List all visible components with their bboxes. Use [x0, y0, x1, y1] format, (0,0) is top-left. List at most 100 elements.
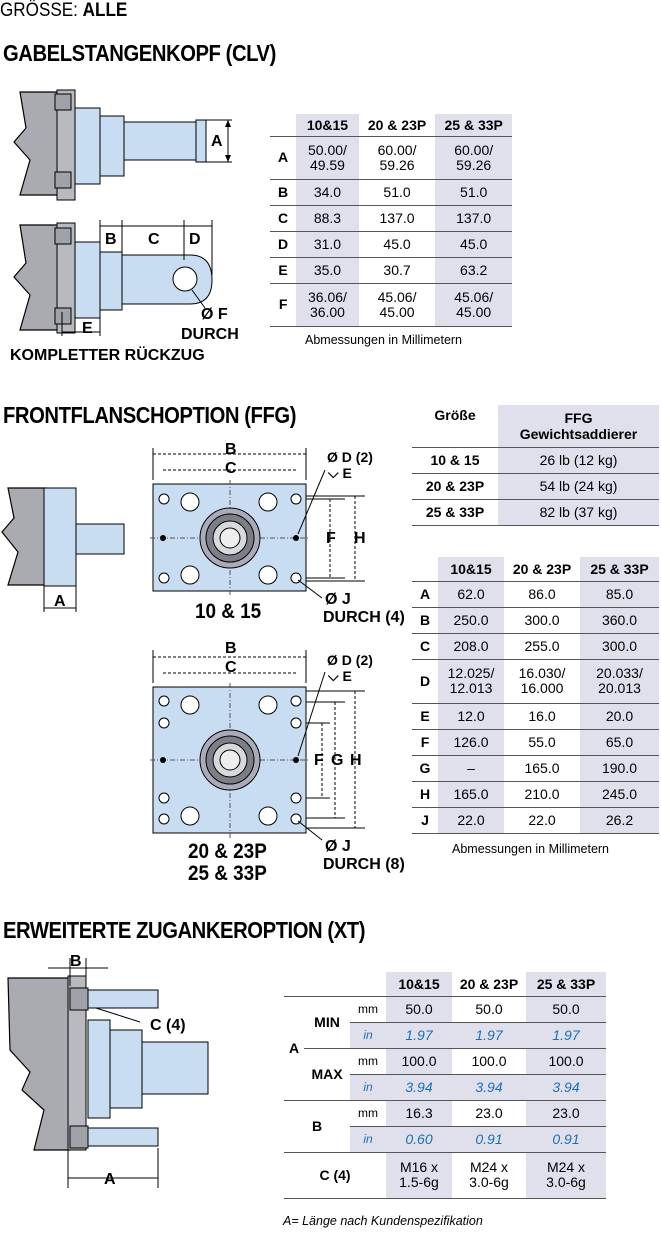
- clv-row-label: B: [270, 178, 297, 205]
- ffg-cell: 16.0: [504, 702, 580, 729]
- ffg-label-j2: Ø J: [325, 838, 351, 855]
- ffg-weight-value: 54 lb (24 kg): [498, 472, 659, 499]
- xt-cell: 3.94: [386, 1073, 452, 1100]
- ffg-label-d2: Ø D (2): [327, 652, 373, 668]
- ffg-label-durch8: DURCH (8): [323, 856, 405, 873]
- xt-group-min: MIN: [304, 995, 350, 1048]
- ffg-weight-size: 25 & 33P: [412, 498, 498, 526]
- xt-note: A= Länge nach Kundenspezifikation: [283, 1214, 483, 1228]
- xt-cell: 16.3: [386, 1099, 452, 1126]
- ffg-label-d1: Ø D (2): [327, 449, 373, 465]
- clv-label-durch: DURCH: [181, 326, 239, 343]
- ffg-cell: 16.030/16.000: [504, 658, 580, 703]
- xt-cell: 0.91: [526, 1125, 606, 1152]
- depth-icon: ⌵: [328, 668, 339, 684]
- clv-col-3: 25 & 33P: [435, 114, 512, 137]
- ffg-label-b2: B: [225, 640, 237, 657]
- xt-cell: 100.0: [526, 1047, 606, 1074]
- ffg-row-label: G: [412, 754, 438, 781]
- ffg-flange-large: [150, 650, 365, 841]
- xt-unit: in: [350, 1125, 386, 1152]
- ffg-side-view: [1, 487, 125, 612]
- ffg-cell: 22.0: [504, 806, 580, 834]
- clv-cell: 45.06/45.00: [435, 282, 512, 327]
- ffg-cell: 86.0: [504, 580, 580, 607]
- ffg-label-a: A: [54, 593, 66, 610]
- ffg-size-small: 10 & 15: [195, 600, 262, 623]
- ffg-cell: 190.0: [580, 754, 659, 781]
- clv-cell: 45.06/45.00: [358, 282, 436, 327]
- clv-label-f: Ø F: [201, 306, 228, 323]
- ffg-label-f2: F: [314, 752, 324, 769]
- ffg-cell: 208.0: [438, 632, 504, 659]
- xt-cell: 0.60: [386, 1125, 452, 1152]
- ffg-weight-col-size: Größe: [412, 405, 498, 448]
- clv-row-label: D: [270, 230, 297, 257]
- ffg-flange-small: [150, 448, 365, 599]
- ffg-row-label: C: [412, 632, 438, 659]
- clv-cell: 30.7: [358, 256, 436, 283]
- xt-unit: mm: [350, 1047, 386, 1074]
- size-header: GRÖSSE: ALLE: [0, 0, 127, 22]
- clv-cell: 63.2: [435, 256, 512, 283]
- xt-c-label: C (4): [284, 1151, 386, 1199]
- clv-cell: 60.00/59.26: [358, 135, 436, 179]
- ffg-col-1: 10&15: [438, 557, 504, 582]
- ffg-row-label: E: [412, 702, 438, 729]
- xt-cell: 23.0: [452, 1099, 526, 1126]
- xt-cell: 100.0: [452, 1047, 526, 1074]
- ffg-label-e2: ⌵ E: [328, 668, 352, 684]
- clv-cell: 45.0: [358, 230, 436, 257]
- clv-label-c: C: [148, 231, 160, 248]
- ffg-size-large-b: 25 & 33P: [188, 862, 267, 885]
- clv-cell: 45.0: [435, 230, 512, 257]
- xt-drawing: [7, 958, 209, 1188]
- clv-cell: 50.00/49.59: [296, 135, 359, 179]
- ffg-cell: 300.0: [504, 606, 580, 633]
- clv-label-rueckzug: KOMPLETTER RÜCKZUG: [10, 347, 205, 364]
- ffg-cell: 210.0: [504, 780, 580, 807]
- size-label: GRÖSSE:: [0, 0, 78, 21]
- clv-cell: 51.0: [358, 178, 436, 205]
- clv-row-label: C: [270, 204, 297, 231]
- clv-col-1: 10&15: [296, 114, 359, 137]
- xt-group-b: B: [284, 1099, 350, 1152]
- xt-label-a: A: [104, 1171, 116, 1188]
- xt-label-c4: C (4): [150, 1017, 186, 1034]
- clv-row-label: E: [270, 256, 297, 283]
- ffg-note: Abmessungen in Millimetern: [452, 842, 610, 856]
- xt-cell: 3.94: [526, 1073, 606, 1100]
- clv-cell: 35.0: [296, 256, 359, 283]
- ffg-label-h1: H: [354, 530, 366, 547]
- xt-unit: mm: [350, 1099, 386, 1126]
- ffg-label-j1: Ø J: [325, 591, 351, 608]
- xt-group-max: MAX: [304, 1047, 350, 1100]
- xt-col-1: 10&15: [386, 972, 452, 997]
- ffg-col-2: 20 & 23P: [504, 557, 580, 582]
- size-value: ALLE: [82, 0, 128, 21]
- clv-label-d: D: [189, 231, 201, 248]
- depth-icon: ⌵: [328, 465, 339, 481]
- xt-cell: 0.91: [452, 1125, 526, 1152]
- clv-col-2: 20 & 23P: [358, 114, 436, 137]
- ffg-label-durch4: DURCH (4): [323, 609, 405, 626]
- ffg-cell: 300.0: [580, 632, 659, 659]
- clv-row-label: F: [270, 282, 297, 327]
- xt-cell: 3.94: [452, 1073, 526, 1100]
- ffg-cell: –: [438, 754, 504, 781]
- ffg-cell: 360.0: [580, 606, 659, 633]
- clv-note: Abmessungen in Millimetern: [305, 333, 463, 347]
- ffg-label-c2: C: [225, 659, 237, 676]
- ffg-label-b1: B: [225, 441, 237, 458]
- xt-title: ERWEITERTE ZUGANKEROPTION (XT): [3, 917, 365, 943]
- ffg-weight-value: 82 lb (37 kg): [498, 498, 659, 526]
- ffg-weight-value: 26 lb (12 kg): [498, 446, 659, 473]
- ffg-label-f1: F: [326, 530, 336, 547]
- xt-col-3: 25 & 33P: [526, 972, 606, 997]
- xt-unit: mm: [350, 995, 386, 1022]
- clv-cell: 137.0: [358, 204, 436, 231]
- ffg-label-e1: ⌵ E: [328, 465, 352, 481]
